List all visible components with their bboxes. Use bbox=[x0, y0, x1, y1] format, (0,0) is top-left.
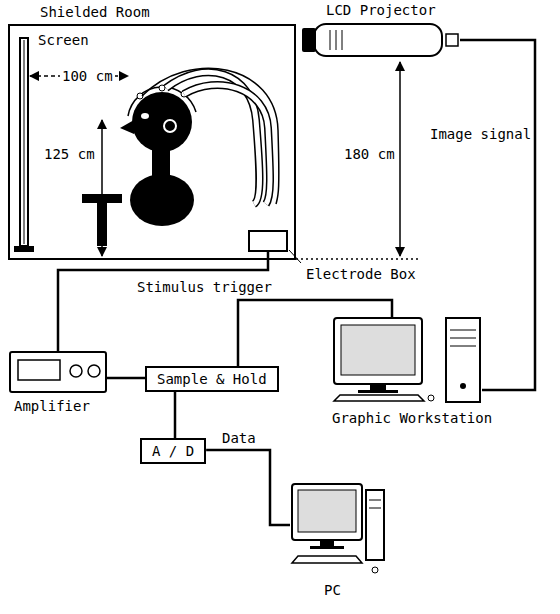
workstation-icon bbox=[370, 384, 386, 390]
dimension-line bbox=[30, 62, 420, 259]
projector-icon bbox=[330, 30, 331, 50]
amplifier-icon bbox=[10, 352, 106, 392]
amplifier-icon bbox=[70, 365, 82, 377]
pc-icon bbox=[320, 540, 334, 546]
dimension-label: 100 cm bbox=[60, 68, 115, 84]
amplifier-icon bbox=[88, 365, 100, 377]
electrode-cables bbox=[184, 85, 270, 204]
workstation-icon bbox=[341, 325, 415, 375]
signal-label: Data bbox=[220, 430, 258, 446]
screen-label: Screen bbox=[36, 32, 91, 48]
electrode-box: Electrode Box bbox=[248, 230, 288, 252]
chin-rest bbox=[82, 194, 122, 246]
node-label: A / D bbox=[152, 443, 194, 459]
node-label: Electrode Box bbox=[306, 266, 416, 282]
projector-icon bbox=[336, 30, 337, 50]
electrode-cables bbox=[142, 68, 279, 204]
screen-stand bbox=[14, 246, 34, 252]
pc-icon bbox=[292, 556, 362, 563]
subject-figure bbox=[132, 92, 192, 152]
signal-wire bbox=[106, 377, 145, 380]
pc-icon bbox=[369, 508, 381, 509]
electrode-cables bbox=[184, 85, 270, 204]
projector: LCD Projector bbox=[300, 20, 460, 60]
pc-icon bbox=[369, 500, 381, 501]
pc-icon bbox=[292, 484, 362, 540]
workstation-icon bbox=[446, 318, 480, 402]
signal-label: Image signal bbox=[428, 126, 533, 142]
subject-figure bbox=[159, 85, 165, 91]
amplifier: Amplifier bbox=[10, 352, 106, 392]
workstation-icon bbox=[334, 318, 422, 384]
pc-icon bbox=[292, 484, 384, 573]
subject-figure bbox=[130, 174, 194, 226]
pc-icon bbox=[372, 567, 378, 573]
projector-icon bbox=[302, 24, 458, 56]
subject-figure bbox=[120, 85, 196, 226]
projector-icon bbox=[314, 24, 442, 56]
signal-wire bbox=[460, 40, 535, 390]
process-box: A / D bbox=[140, 438, 206, 464]
workstation: Graphic Workstation bbox=[332, 318, 482, 402]
screen-stand bbox=[14, 38, 34, 252]
screen-stand bbox=[24, 40, 25, 244]
screen-stand bbox=[20, 38, 28, 246]
room-outline: Shielded RoomElectrode Box bbox=[8, 24, 296, 260]
dimension-line bbox=[399, 62, 401, 256]
dimension-label: 180 cm bbox=[342, 146, 397, 162]
projector-icon bbox=[342, 30, 343, 50]
signal-wire bbox=[174, 392, 177, 438]
projector-icon bbox=[302, 28, 316, 52]
chin-rest bbox=[97, 194, 107, 246]
subject-figure bbox=[164, 120, 176, 132]
amplifier-icon bbox=[18, 360, 60, 380]
node-label: LCD Projector bbox=[326, 2, 436, 18]
node-label: Sample & Hold bbox=[157, 371, 267, 387]
signal-wire bbox=[206, 450, 290, 525]
signal-wire bbox=[58, 252, 268, 352]
pc-icon bbox=[310, 546, 344, 549]
workstation-icon bbox=[460, 383, 466, 389]
pc: PC bbox=[290, 484, 385, 576]
workstation-icon bbox=[450, 330, 476, 331]
node-label: Graphic Workstation bbox=[332, 410, 492, 426]
pc-icon bbox=[366, 490, 384, 560]
pc-icon bbox=[298, 490, 356, 532]
node-label: Amplifier bbox=[14, 398, 90, 414]
workstation-icon bbox=[358, 390, 398, 393]
electrode-cables bbox=[142, 68, 279, 204]
workstation-icon bbox=[450, 338, 476, 339]
dimension-line bbox=[296, 258, 420, 260]
projector-icon bbox=[446, 34, 458, 46]
workstation-icon bbox=[334, 318, 480, 402]
workstation-icon bbox=[428, 395, 434, 401]
amplifier-icon bbox=[10, 352, 106, 392]
dimension-label: 125 cm bbox=[42, 146, 97, 162]
subject-figure bbox=[141, 113, 149, 119]
signal-wire bbox=[238, 300, 392, 366]
workstation-icon bbox=[450, 346, 476, 347]
process-box: Sample & Hold bbox=[145, 366, 279, 392]
node-label: PC bbox=[324, 582, 341, 598]
node-label: Shielded Room bbox=[40, 4, 150, 20]
workstation-icon bbox=[334, 395, 424, 401]
signal-label: Stimulus trigger bbox=[135, 279, 274, 295]
subject-figure bbox=[120, 120, 134, 134]
